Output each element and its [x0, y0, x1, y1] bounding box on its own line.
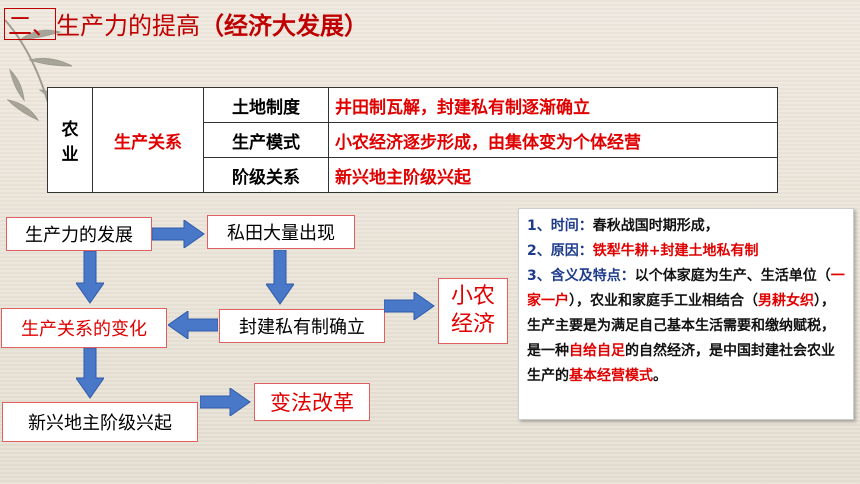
description-cell: 小农经济逐步形成，由集体变为个体经营	[328, 122, 778, 158]
arrow-down-icon	[266, 250, 294, 305]
page-title: 二、生产力的提高（经济大发展）	[8, 6, 368, 41]
panel-line-cause: 2、原因：铁犁牛耕+封建土地私有制	[527, 239, 845, 264]
meaning-highlight: 男耕女织	[758, 293, 814, 309]
agriculture-cell: 农业	[47, 87, 93, 193]
arrow-right-icon	[200, 388, 251, 416]
cause-text: 铁犁牛耕+封建土地私有制	[592, 243, 759, 259]
meaning-text: ），农业和家庭手工业相结合（	[569, 293, 758, 309]
relations-cell: 生产关系	[92, 87, 204, 193]
meaning-text: ），生产主要是为满足自己基本生活需要和缴纳赋税，是一种	[527, 293, 835, 359]
meaning-text: 以个体家庭为生产、生活单位（	[634, 268, 831, 284]
reform-box: 变法改革	[254, 383, 370, 421]
cause-label: 2、原因：	[527, 243, 593, 259]
category-cell: 阶级关系	[203, 157, 329, 193]
private-ownership-box: 封建私有制确立	[219, 309, 385, 343]
panel-line-meaning: 3、含义及特点：以个体家庭为生产、生活单位（一家一户），农业和家庭手工业相结合（…	[527, 264, 845, 389]
meaning-highlight: 一家一户	[527, 268, 845, 309]
time-label: 1、时间：	[527, 218, 593, 234]
title-number-frame	[4, 8, 56, 40]
title-topic: 经济大发展	[224, 12, 344, 40]
table-row: 生产模式 小农经济逐步形成，由集体变为个体经营	[48, 122, 778, 158]
meaning-highlight: 自给自足	[569, 343, 625, 359]
title-paren-open: （	[200, 12, 224, 40]
table-row: 阶级关系 新兴地主阶级兴起	[48, 157, 778, 193]
arrow-left-icon	[168, 311, 218, 339]
description-cell: 新兴地主阶级兴起	[328, 157, 778, 193]
arrow-down-icon	[76, 251, 104, 304]
meaning-text: 。	[653, 368, 667, 384]
meaning-label: 3、含义及特点：	[527, 268, 635, 284]
title-prefix: 二、生产力的提高	[8, 12, 200, 40]
arrow-right-icon	[152, 220, 205, 248]
category-cell: 生产模式	[203, 122, 329, 158]
meaning-highlight: 基本经营模式	[569, 368, 653, 384]
arrow-down-icon	[76, 348, 104, 399]
small-economy-panel: 1、时间：春秋战国时期形成， 2、原因：铁犁牛耕+封建土地私有制 3、含义及特点…	[518, 208, 854, 420]
meaning-text: 的自然经济，是中国封建社会农业生产的	[527, 343, 835, 384]
relations-change-box: 生产关系的变化	[1, 308, 167, 348]
category-cell: 土地制度	[203, 87, 329, 123]
small-economy-box: 小农经济	[438, 278, 508, 344]
description-cell: 井田制瓦解，封建私有制逐渐确立	[328, 87, 778, 123]
private-fields-box: 私田大量出现	[207, 215, 355, 249]
agriculture-table: 农业 生产关系 土地制度 井田制瓦解，封建私有制逐渐确立 生产模式 小农经济逐步…	[47, 87, 778, 193]
time-text: 春秋战国时期形成，	[592, 218, 719, 234]
title-paren-close: ）	[344, 12, 368, 40]
panel-line-time: 1、时间：春秋战国时期形成，	[527, 214, 845, 239]
landlord-box: 新兴地主阶级兴起	[2, 402, 198, 442]
table-row: 农业 生产关系 土地制度 井田制瓦解，封建私有制逐渐确立	[47, 87, 778, 193]
arrow-right-icon	[384, 292, 435, 320]
productivity-box: 生产力的发展	[6, 217, 152, 251]
